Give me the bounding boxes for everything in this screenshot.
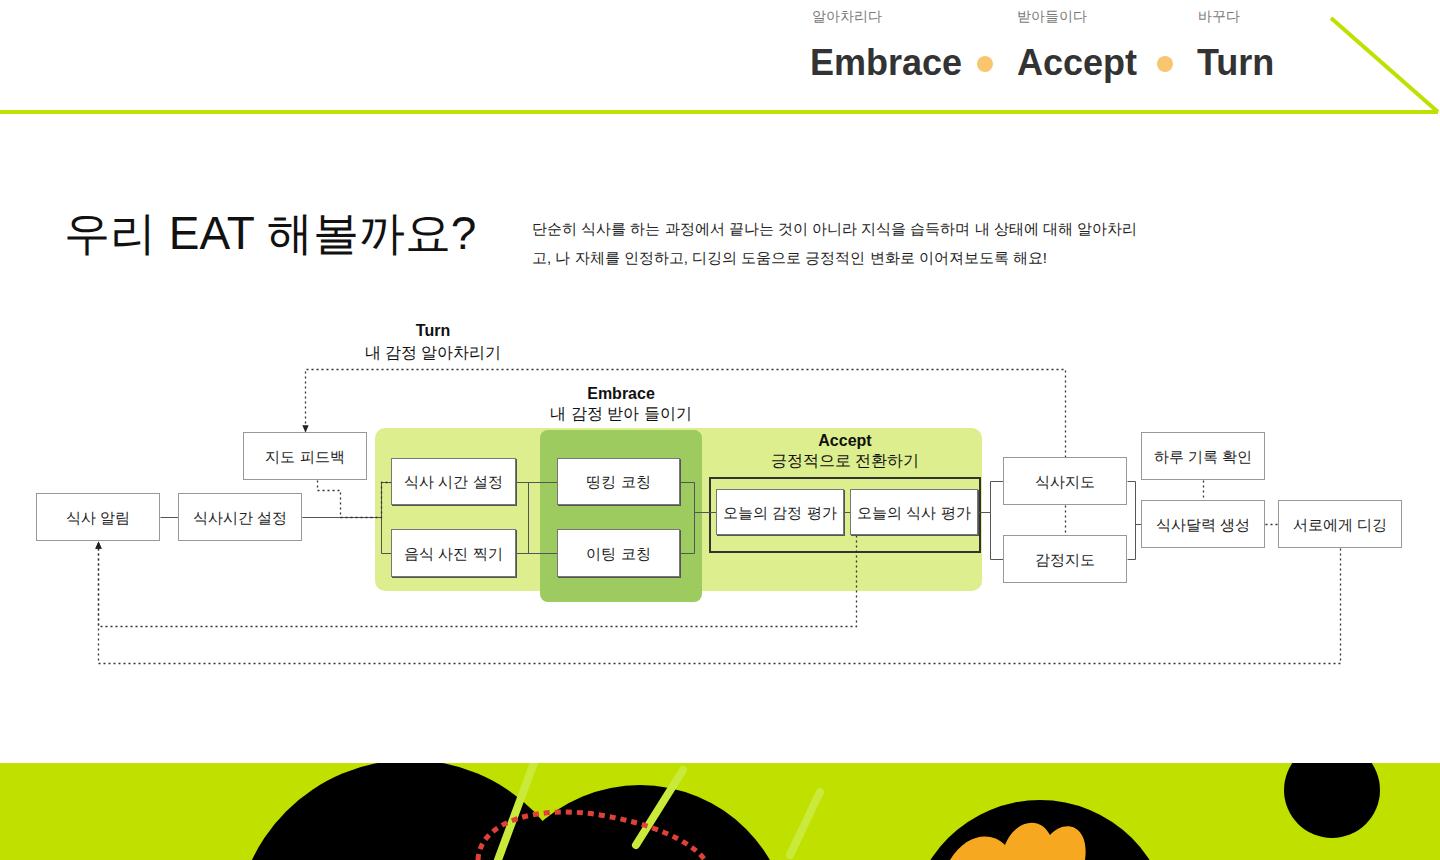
header-sublabel-text: 바꾸다 bbox=[1198, 8, 1240, 24]
process-box: 식사시간 설정 bbox=[178, 493, 302, 541]
header-sublabel-text: 알아차리다 bbox=[812, 8, 882, 24]
process-box: 지도 피드백 bbox=[243, 432, 367, 480]
step-box: 띵킹 코칭 bbox=[557, 458, 680, 505]
box-label: 띵킹 코칭 bbox=[586, 472, 650, 491]
box-label: 식사 알림 bbox=[66, 508, 130, 527]
loop-caption: 내 감정 알아차리기 bbox=[283, 343, 583, 363]
process-box: 식사지도 bbox=[1003, 457, 1127, 505]
connector-line bbox=[517, 483, 558, 554]
dotted-connector bbox=[318, 481, 392, 518]
header-dot bbox=[1157, 56, 1173, 72]
box-label: 식사 시간 설정 bbox=[404, 472, 502, 491]
box-label: 하루 기록 확인 bbox=[1154, 447, 1252, 466]
header-keyword-text: Accept bbox=[1017, 42, 1137, 83]
edge-label-text: Turn bbox=[414, 322, 452, 339]
dotted-connector bbox=[1203, 481, 1204, 501]
header-rule bbox=[0, 110, 1438, 114]
step-box: 오늘의 감정 평가 bbox=[716, 489, 844, 535]
process-box: 서로에게 디깅 bbox=[1278, 500, 1402, 548]
loop-caption-text: 내 감정 알아차리기 bbox=[365, 344, 502, 361]
header-sublabel: 알아차리다 bbox=[812, 8, 882, 26]
header-keyword: Embrace bbox=[810, 40, 962, 85]
box-label: 서로에게 디깅 bbox=[1293, 515, 1387, 534]
header-keyword-text: Embrace bbox=[810, 42, 962, 83]
stage-heading: Accept긍정적으로 전환하기 bbox=[745, 431, 945, 471]
stage-box: Embrace내 감정 받아 들이기띵킹 코칭이팅 코칭 bbox=[540, 430, 702, 602]
connector-line bbox=[303, 518, 392, 554]
step-box: 식사 시간 설정 bbox=[391, 458, 516, 505]
box-label: 오늘의 식사 평가 bbox=[857, 503, 970, 522]
process-box: 식사달력 생성 bbox=[1141, 500, 1265, 548]
box-label: 식사달력 생성 bbox=[1156, 515, 1250, 534]
dotted-connector bbox=[1065, 506, 1066, 536]
box-label: 오늘의 감정 평가 bbox=[723, 503, 836, 522]
footer-illustration bbox=[0, 763, 1440, 860]
connector-line bbox=[979, 513, 1004, 560]
step-box: 이팅 코칭 bbox=[557, 529, 680, 577]
box-label: 음식 사진 찍기 bbox=[404, 544, 502, 563]
stage-subtitle: 내 감정 받아 들이기 bbox=[510, 404, 732, 424]
step-box: 음식 사진 찍기 bbox=[391, 529, 516, 577]
connector-line bbox=[517, 553, 558, 554]
group-outline bbox=[710, 478, 980, 552]
connector-line bbox=[517, 483, 558, 554]
stage-title: Embrace bbox=[510, 384, 732, 404]
header-diagonal bbox=[1331, 18, 1438, 112]
process-box: 하루 기록 확인 bbox=[1141, 432, 1265, 480]
stage-heading: Embrace내 감정 받아 들이기 bbox=[510, 384, 732, 424]
header-sublabel-text: 받아들이다 bbox=[1017, 8, 1087, 24]
connector-line bbox=[1128, 482, 1142, 525]
box-label: 지도 피드백 bbox=[265, 447, 344, 466]
dotted-connector bbox=[99, 542, 1341, 664]
box-label: 감정지도 bbox=[1035, 550, 1095, 569]
header-sublabel: 받아들이다 bbox=[1017, 8, 1087, 26]
connector-line bbox=[1128, 525, 1142, 560]
dotted-connector bbox=[306, 370, 1066, 458]
box-label: 이팅 코칭 bbox=[586, 544, 650, 563]
edge-label: Turn bbox=[283, 321, 583, 341]
box-label: 식사시간 설정 bbox=[193, 508, 287, 527]
process-box: 감정지도 bbox=[1003, 535, 1127, 583]
dotted-connector bbox=[99, 536, 857, 627]
connector-line bbox=[979, 482, 1004, 513]
embrace-box-fill bbox=[540, 430, 702, 602]
page-title: 우리 EAT 해볼까요? bbox=[64, 206, 476, 261]
header-keyword-text: Turn bbox=[1197, 42, 1274, 83]
header-keyword: Turn bbox=[1197, 40, 1274, 85]
stage-title: Accept bbox=[745, 431, 945, 451]
header-keyword: Accept bbox=[1017, 40, 1137, 85]
page-caption: 단순히 식사를 하는 과정에서 끝나는 것이 아니라 지식을 습득하며 내 상태… bbox=[532, 214, 1137, 272]
header-sublabel: 바꾸다 bbox=[1198, 8, 1240, 26]
stage-subtitle: 긍정적으로 전환하기 bbox=[745, 451, 945, 471]
box-label: 식사지도 bbox=[1035, 472, 1095, 491]
connector-line bbox=[681, 513, 717, 554]
connector-line bbox=[681, 483, 717, 513]
process-box: 식사 알림 bbox=[36, 493, 160, 541]
header-dot bbox=[977, 56, 993, 72]
connector-line bbox=[303, 483, 392, 518]
connector-line bbox=[161, 517, 179, 518]
dotted-connector bbox=[1266, 524, 1279, 525]
step-box: 오늘의 식사 평가 bbox=[850, 489, 978, 535]
